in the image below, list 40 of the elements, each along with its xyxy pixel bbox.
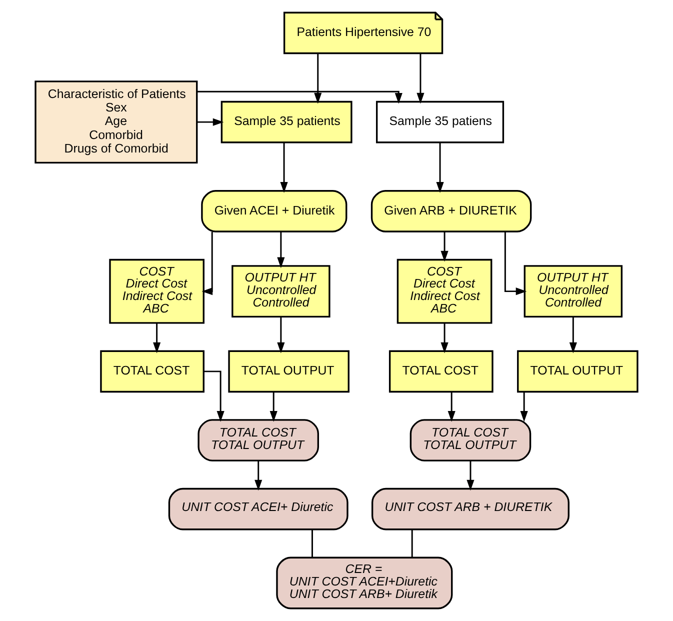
arrow bbox=[254, 460, 262, 491]
arrow bbox=[197, 90, 402, 104]
node-box: Given ARB + DIURETIK bbox=[370, 190, 532, 232]
arrow bbox=[314, 54, 322, 104]
arrow bbox=[277, 317, 285, 354]
node-box: COST Direct Cost Indirect Cost ABC bbox=[396, 258, 492, 324]
node-box: TOTAL COST bbox=[388, 350, 494, 393]
node-box: CER = UNIT COST ACEI+Diuretic UNIT COST ARB+ Diuretik bbox=[276, 556, 453, 610]
node-box: UNIT COST ARB + DIURETIK bbox=[371, 488, 570, 530]
node-box: TOTAL COST TOTAL OUTPUT bbox=[410, 419, 532, 462]
arrow bbox=[277, 232, 285, 268]
arrow bbox=[520, 392, 528, 422]
arrow bbox=[436, 142, 444, 193]
arrow bbox=[440, 322, 448, 354]
node-box: TOTAL COST TOTAL OUTPUT bbox=[198, 419, 320, 462]
arrow bbox=[569, 317, 577, 354]
node-box: TOTAL OUTPUT bbox=[517, 350, 638, 393]
connector bbox=[411, 530, 413, 558]
connector bbox=[312, 530, 313, 558]
node-box: TOTAL COST bbox=[100, 350, 204, 393]
arrow bbox=[204, 370, 224, 422]
arrow bbox=[196, 118, 224, 126]
arrow bbox=[448, 392, 456, 422]
arrow bbox=[466, 460, 474, 491]
arrow bbox=[504, 232, 527, 296]
arrow bbox=[280, 142, 288, 193]
node-box: Given ACEI + Diuretik bbox=[201, 190, 348, 232]
node-box: TOTAL OUTPUT bbox=[228, 350, 350, 393]
node-box: Characteristic of Patients Sex Age Comorbid Drugs of Comorbid bbox=[34, 80, 198, 164]
node-box: OUTPUT HT Uncontrolled Controlled bbox=[232, 265, 330, 318]
arrow bbox=[416, 54, 424, 104]
node-box: Sample 35 patiens bbox=[376, 100, 504, 144]
arrow bbox=[270, 392, 278, 422]
node-box: Sample 35 patients bbox=[220, 100, 352, 144]
node-box: COST Direct Cost Indirect Cost ABC bbox=[109, 258, 204, 324]
arrow bbox=[153, 322, 161, 354]
node-box: UNIT COST ACEI+ Diuretic bbox=[168, 488, 348, 530]
arrow bbox=[202, 232, 213, 296]
arrow bbox=[440, 232, 448, 262]
node-box: OUTPUT HT Uncontrolled Controlled bbox=[524, 265, 623, 318]
